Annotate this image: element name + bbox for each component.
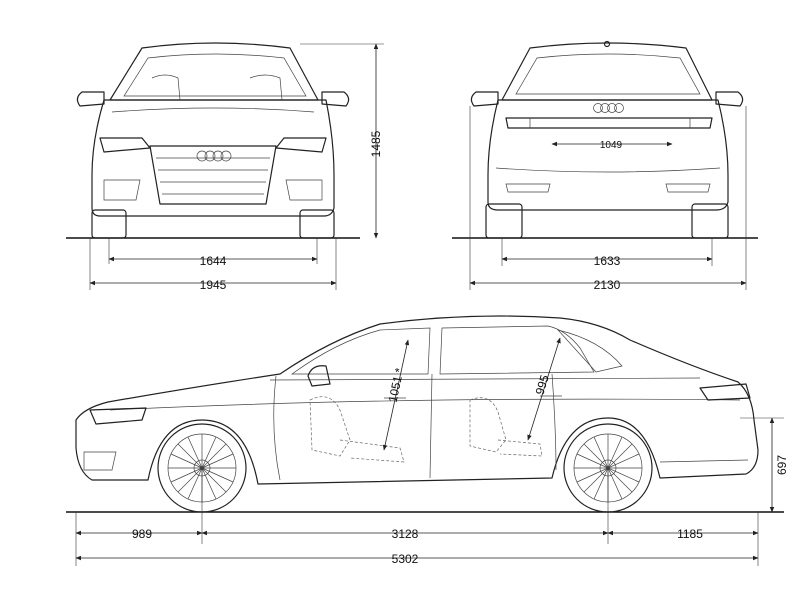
rear-overhang-label: 1185 (677, 527, 703, 541)
side-car-body (75, 315, 759, 485)
rear-width-label: 2130 (594, 278, 621, 292)
front-height-label: 1485 (369, 130, 383, 157)
rear-track-label: 1633 (594, 254, 621, 268)
rear-badge-width-label: 1049 (600, 140, 623, 151)
rear-headroom-label: 995 (533, 373, 552, 397)
front-overhang-label: 989 (132, 527, 152, 541)
rear-view: 1049 1633 2130 (452, 40, 758, 292)
side-view: 1051 * 995 697 989 3128 1185 5302 (66, 315, 789, 566)
front-track-label: 1644 (200, 254, 227, 268)
front-car-body (76, 42, 350, 239)
load-height-label: 697 (775, 455, 789, 475)
total-length-label: 5302 (392, 552, 419, 566)
front-width-label: 1945 (200, 278, 227, 292)
rear-car-body (470, 40, 744, 239)
wheelbase-label: 3128 (392, 527, 419, 541)
front-view: 1485 1644 1945 (66, 42, 384, 292)
